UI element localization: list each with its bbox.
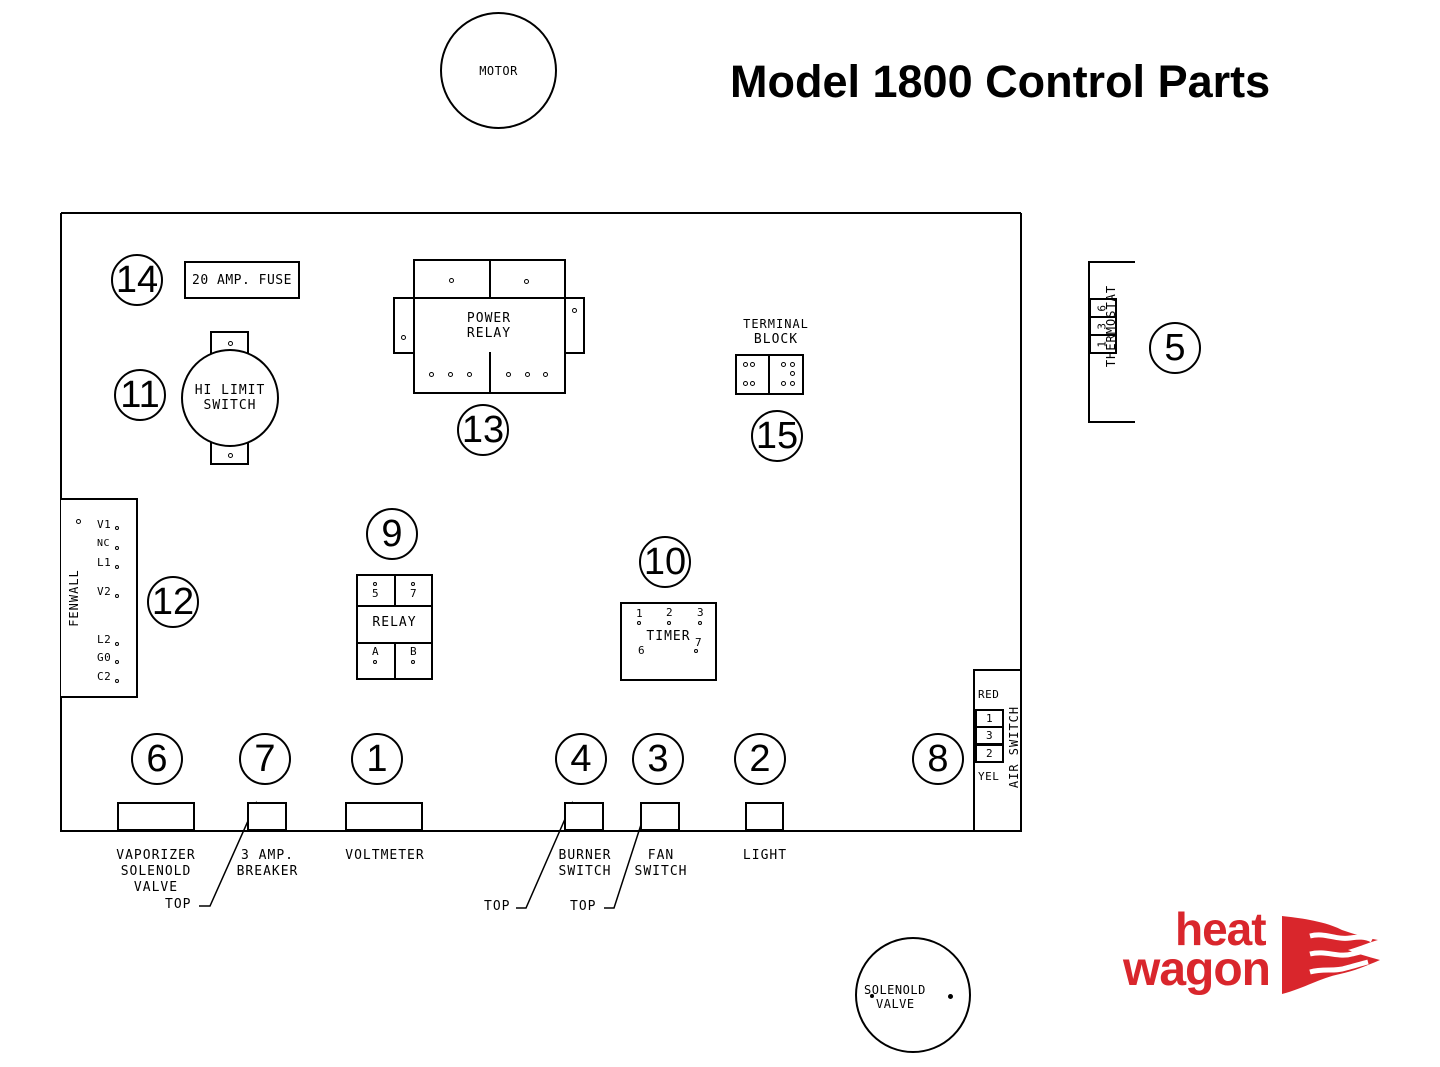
logo-text-wagon: wagon [1123,943,1271,996]
callout-4[interactable]: 4 [555,733,607,785]
thermostat-terminals: 6 3 1 [1089,298,1117,356]
air-switch-terminal: 3 [975,726,1004,745]
burner-switch-label: BURNER SWITCH [558,848,612,879]
solenoid-valve-label-line2: VALVE [876,997,915,1011]
timer-label: TIMER [646,629,691,644]
relay-terminal: B [410,645,418,658]
hi-limit-switch-label-line2: SWITCH [203,398,257,413]
power-relay-label-line2: RELAY [466,325,512,341]
power-relay-label-line1: POWER [466,310,512,326]
fenwall-terminal: NC [97,538,111,549]
fenwall-terminal: L2 [97,633,112,646]
timer-terminal: 1 [636,607,644,620]
air-switch: RED 1 3 2 YEL AIR SWITCH [973,669,1022,832]
air-switch-red-label: RED [978,688,1000,701]
air-switch-yel-label: YEL [978,770,1000,783]
fan-switch-label: FAN SWITCH [634,848,688,879]
callout-6[interactable]: 6 [131,733,183,785]
terminal-block [735,354,804,395]
flame-flag-icon [1282,916,1380,994]
relay-terminal: 7 [410,587,418,600]
relay: 5 7 RELAY A B [356,574,433,680]
thermostat-label: THERMOSTAT [1104,284,1118,368]
fenwall-terminal: C2 [97,670,112,683]
fenwall-terminal: G0 [97,651,112,664]
fan-switch-top-label: TOP [570,899,597,914]
solenoid-valve-label-line1: SOLENOLD [864,983,926,997]
relay-terminal: 5 [372,587,380,600]
thermostat-terminal: 1 [1089,334,1117,354]
breaker-label: 3 AMP. BREAKER [236,848,299,879]
callout-14[interactable]: 14 [111,254,163,306]
burner-switch [564,802,604,832]
fuse: 20 AMP. FUSE [184,261,300,299]
power-relay-bottom-section [413,352,566,394]
voltmeter [345,802,423,832]
motor-label: MOTOR [479,63,518,78]
fan-top-leader [604,802,649,909]
hi-limit-switch: HI LIMIT SWITCH [181,349,279,447]
terminal-block-label-line1: TERMINAL [743,317,809,331]
timer-terminal: 2 [666,606,674,619]
breaker-top-label: TOP [165,897,192,912]
air-switch-terminal: 2 [975,744,1004,763]
logo-text-heat: heat [1175,903,1267,955]
callout-15[interactable]: 15 [751,410,803,462]
motor: MOTOR [440,12,557,129]
callout-8[interactable]: 8 [912,733,964,785]
page-title: Model 1800 Control Parts [730,56,1271,107]
callout-10[interactable]: 10 [639,536,691,588]
power-relay-top-section [413,259,566,301]
light [745,802,784,832]
callout-12[interactable]: 12 [147,576,199,628]
light-label: LIGHT [742,848,788,863]
fuse-label: 20 AMP. FUSE [192,272,292,288]
fenwall: FENWALL V1 NC L1 V2 L2 G0 C2 [61,498,138,698]
heat-wagon-logo: heat wagon [1120,906,1385,1012]
burner-top-leader [516,802,573,909]
burner-switch-top-label: TOP [484,899,511,914]
air-switch-label: AIR SWITCH [1007,705,1021,789]
vaporizer-solenoid-valve [117,802,195,832]
callout-11[interactable]: 11 [114,369,166,421]
callout-9[interactable]: 9 [366,508,418,560]
relay-terminal: A [372,645,380,658]
breaker-top-leader [199,802,257,907]
timer: 1 2 3 TIMER 6 7 [620,602,717,681]
solenoid-valve: SOLENOLD VALVE [855,937,971,1053]
timer-terminal: 3 [697,606,705,619]
voltmeter-label: VOLTMETER [345,848,425,863]
hi-limit-switch-label-line1: HI LIMIT [194,383,266,398]
callout-7[interactable]: 7 [239,733,291,785]
terminal-block-label-line2: BLOCK [753,332,799,347]
power-relay: POWER RELAY [393,297,585,354]
callout-1[interactable]: 1 [351,733,403,785]
timer-terminal: 6 [638,644,646,657]
callout-3[interactable]: 3 [632,733,684,785]
breaker [247,802,287,832]
callout-5[interactable]: 5 [1149,322,1201,374]
fenwall-terminal: V2 [97,585,112,598]
fan-switch [640,802,680,832]
fenwall-label: FENWALL [67,569,81,627]
vaporizer-solenoid-valve-label: VAPORIZER SOLENOLD VALVE [116,848,196,895]
callout-2[interactable]: 2 [734,733,786,785]
fenwall-terminal: L1 [97,556,112,569]
timer-terminal: 7 [695,636,703,649]
relay-label: RELAY [372,615,417,630]
fenwall-terminal: V1 [97,518,112,531]
callout-13[interactable]: 13 [457,404,509,456]
